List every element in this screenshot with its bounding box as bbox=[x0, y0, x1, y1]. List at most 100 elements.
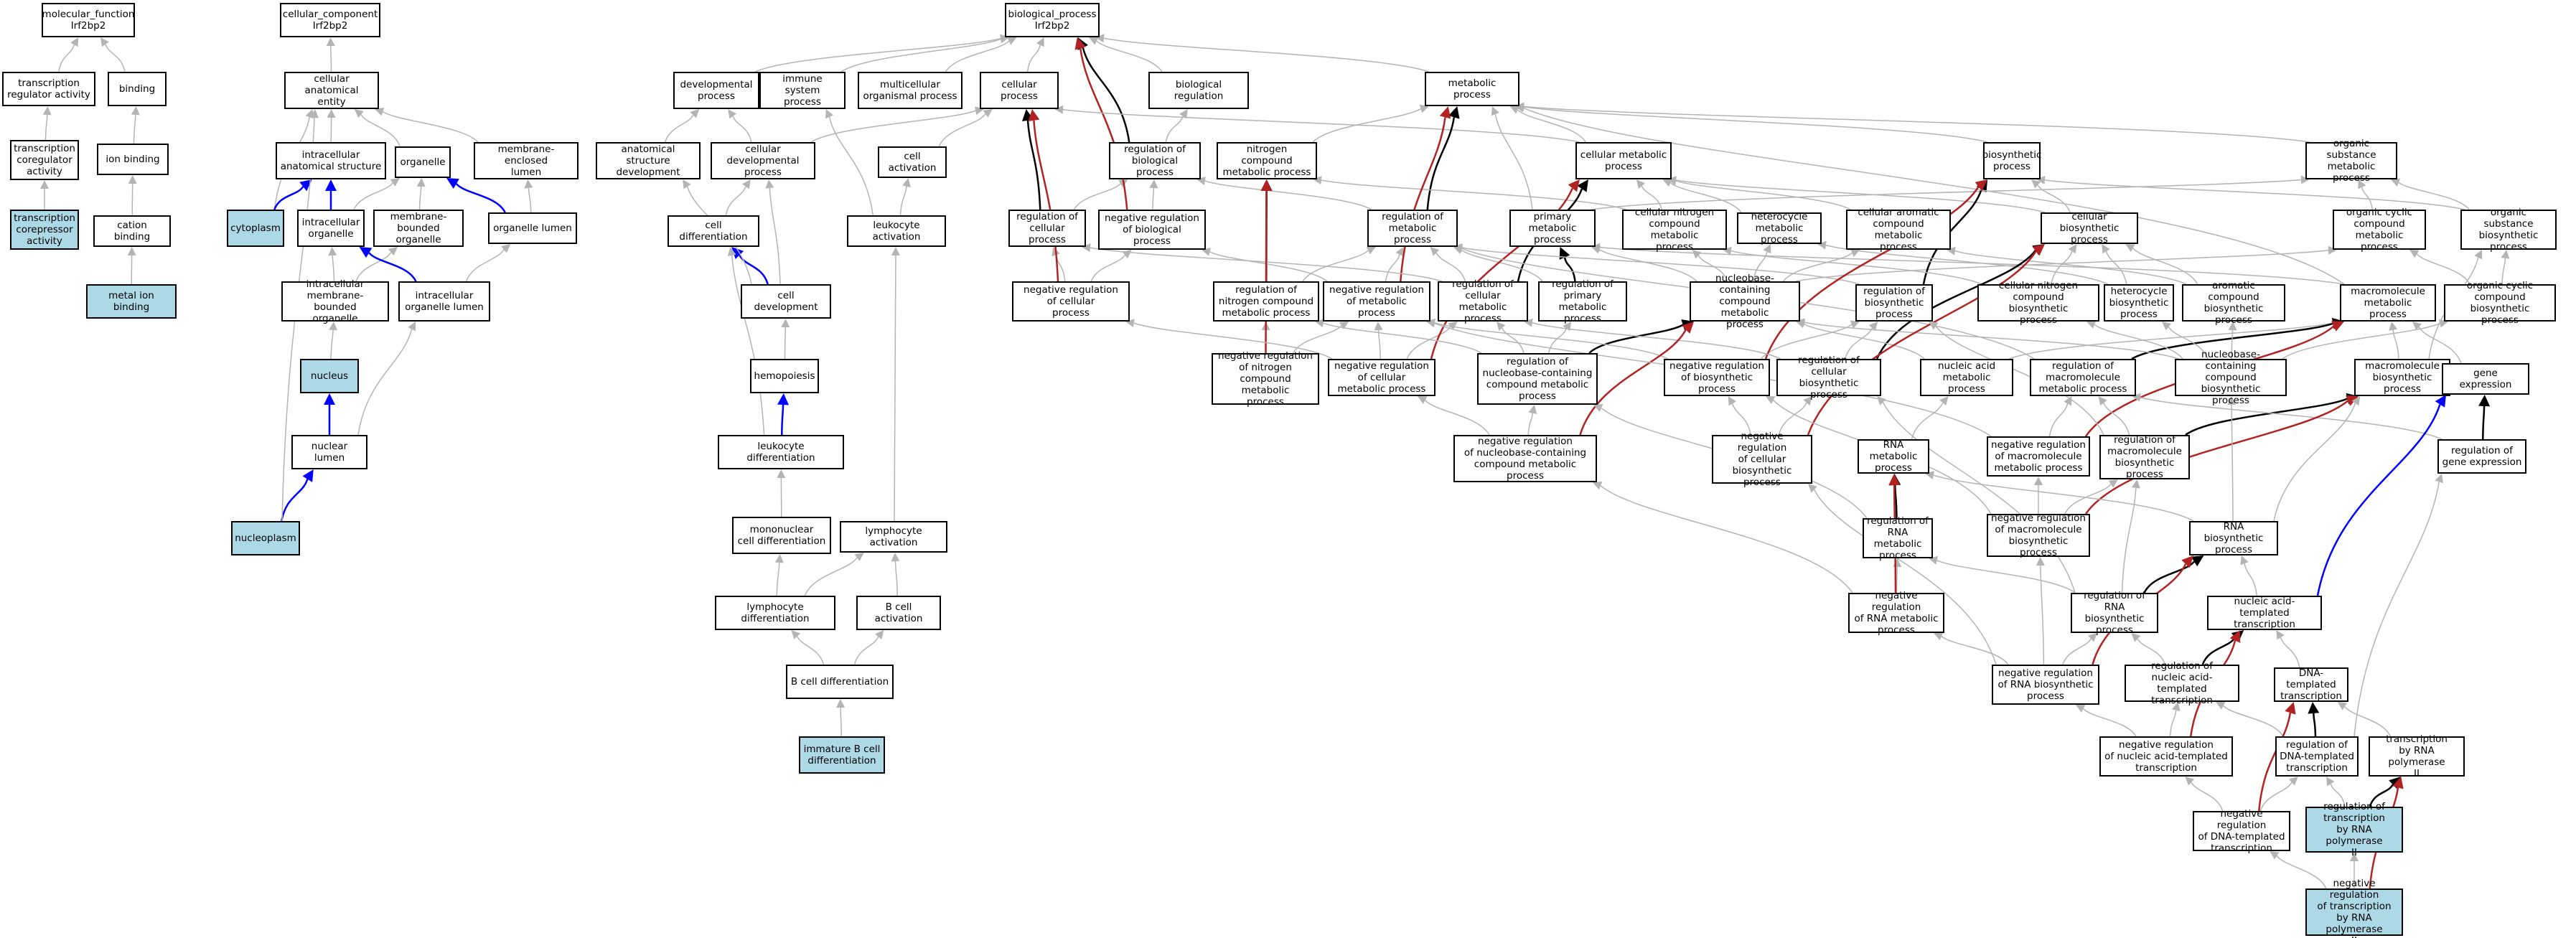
node-cytoplasm[interactable]: cytoplasm bbox=[227, 210, 284, 247]
node-cp[interactable]: cellular process bbox=[980, 72, 1059, 109]
node-rnabp[interactable]: RNA biosynthetic process bbox=[2189, 521, 2278, 555]
node-osmp[interactable]: organic substance metabolic process bbox=[2305, 138, 2397, 184]
node-asd[interactable]: anatomical structure development bbox=[596, 142, 701, 179]
node-bio[interactable]: biosynthetic process bbox=[1982, 142, 2041, 179]
node-nrnbcmp[interactable]: negative regulation of nucleobase-contai… bbox=[1453, 435, 1597, 482]
node-io[interactable]: intracellular organelle bbox=[297, 210, 365, 247]
node-tra[interactable]: transcription regulator activity bbox=[2, 72, 95, 106]
node-nucleus[interactable]: nucleus bbox=[300, 359, 359, 393]
node-rdt[interactable]: regulation of DNA-templated transcriptio… bbox=[2275, 736, 2359, 777]
node-ge[interactable]: gene expression bbox=[2442, 363, 2529, 395]
node-lymact[interactable]: lymphocyte activation bbox=[840, 521, 947, 553]
node-nat[interactable]: nucleic acid-templated transcription bbox=[2207, 596, 2322, 630]
node-cbp[interactable]: cellular biosynthetic process bbox=[2041, 211, 2138, 245]
node-binding[interactable]: binding bbox=[108, 72, 167, 106]
node-imbo[interactable]: intracellular membrane-bounded organelle bbox=[281, 278, 389, 324]
node-rpmp[interactable]: regulation of primary metabolic process bbox=[1538, 278, 1627, 324]
node-imm[interactable]: immune system process bbox=[759, 72, 846, 109]
node-cncbp[interactable]: cellular nitrogen compound biosynthetic … bbox=[1977, 280, 2099, 326]
node-rcbp[interactable]: regulation of cellular biosynthetic proc… bbox=[1776, 355, 1881, 400]
node-nrtrp2[interactable]: negative regulation of transcription by … bbox=[2305, 878, 2403, 938]
node-rbio[interactable]: regulation of biosynthetic process bbox=[1855, 284, 1933, 322]
node-ldiff[interactable]: leukocyte differentiation bbox=[718, 435, 844, 469]
node-nrncmp[interactable]: negative regulation of nitrogen compound… bbox=[1212, 350, 1319, 408]
node-rrnabp[interactable]: regulation of RNA biosynthetic process bbox=[2071, 590, 2158, 636]
node-mbo[interactable]: membrane-bounded organelle bbox=[373, 210, 464, 247]
node-mbp[interactable]: macromolecule biosynthetic process bbox=[2354, 359, 2450, 396]
node-rcp[interactable]: regulation of cellular process bbox=[1008, 210, 1086, 247]
node-organelle[interactable]: organelle bbox=[395, 146, 451, 178]
node-hmp[interactable]: heterocycle metabolic process bbox=[1737, 211, 1822, 245]
node-cncmp[interactable]: cellular nitrogen compound metabolic pro… bbox=[1622, 207, 1727, 253]
node-rnbcmp[interactable]: regulation of nucleobase-containing comp… bbox=[1477, 353, 1598, 405]
node-trp2[interactable]: transcription by RNA polymerase II bbox=[2369, 733, 2465, 779]
node-occbp[interactable]: organic cyclic compound biosynthetic pro… bbox=[2444, 280, 2556, 326]
node-ol[interactable]: organelle lumen bbox=[488, 212, 577, 244]
node-nbccbp[interactable]: nucleobase-containing compound biosynthe… bbox=[2175, 349, 2287, 406]
node-cae[interactable]: cellular anatomical entity bbox=[284, 72, 379, 109]
node-nrmbp[interactable]: negative regulation of macromolecule bio… bbox=[1987, 512, 2090, 558]
node-br[interactable]: biological regulation bbox=[1148, 72, 1249, 109]
node-bp[interactable]: biological_process Irf2bp2 bbox=[1005, 3, 1100, 37]
node-nrbp[interactable]: negative regulation of biological proces… bbox=[1098, 210, 1206, 250]
node-ncmp[interactable]: nitrogen compound metabolic process bbox=[1217, 142, 1317, 179]
node-rcmp[interactable]: regulation of cellular metabolic process bbox=[1438, 278, 1528, 324]
node-ias[interactable]: intracellular anatomical structure bbox=[276, 142, 386, 179]
node-metalb[interactable]: metal ion binding bbox=[86, 284, 177, 319]
node-ionb[interactable]: ion binding bbox=[97, 144, 169, 175]
node-cc[interactable]: cellular_component Irf2bp2 bbox=[280, 3, 380, 37]
node-rmp[interactable]: regulation of metabolic process bbox=[1367, 210, 1458, 247]
node-acbp[interactable]: aromatic compound biosynthetic process bbox=[2182, 280, 2285, 326]
node-rmbp[interactable]: regulation of macromolecule biosynthetic… bbox=[2099, 434, 2190, 480]
node-tcoreg[interactable]: transcription coregulator activity bbox=[10, 140, 79, 180]
node-dev[interactable]: developmental process bbox=[673, 72, 759, 109]
node-cdiff[interactable]: cell differentiation bbox=[668, 215, 759, 247]
node-iol[interactable]: intracellular organelle lumen bbox=[398, 281, 490, 322]
node-rbp[interactable]: regulation of biological process bbox=[1109, 142, 1201, 179]
node-nrrnamp[interactable]: negative regulation of RNA metabolic pro… bbox=[1848, 590, 1944, 636]
node-nrcp[interactable]: negative regulation of cellular process bbox=[1012, 281, 1130, 322]
node-cdev[interactable]: cell development bbox=[741, 284, 831, 319]
node-nrcbp[interactable]: negative regulation of cellular biosynth… bbox=[1712, 431, 1812, 488]
node-mf[interactable]: molecular_function Irf2bp2 bbox=[42, 3, 135, 37]
node-pmp[interactable]: primary metabolic process bbox=[1509, 210, 1596, 247]
node-nrrnabp[interactable]: negative regulation of RNA biosynthetic … bbox=[1992, 665, 2099, 705]
node-cact[interactable]: cell activation bbox=[878, 146, 947, 178]
node-cdp[interactable]: cellular developmental process bbox=[711, 142, 815, 179]
node-rrnamp[interactable]: regulation of RNA metabolic process bbox=[1863, 515, 1933, 561]
node-tcorep[interactable]: transcription corepressor activity bbox=[10, 210, 79, 250]
node-nlumen[interactable]: nuclear lumen bbox=[291, 435, 367, 469]
node-rtrp2[interactable]: regulation of transcription by RNA polym… bbox=[2305, 801, 2403, 858]
node-nrmmp[interactable]: negative regulation of macromolecule met… bbox=[1987, 436, 2090, 477]
node-nrdt[interactable]: negative regulation of DNA-templated tra… bbox=[2193, 808, 2290, 854]
node-nucleoplasm[interactable]: nucleoplasm bbox=[231, 521, 300, 555]
node-namp[interactable]: nucleic acid metabolic process bbox=[1920, 359, 2013, 396]
node-cationb[interactable]: cation binding bbox=[93, 215, 171, 247]
node-occmp[interactable]: organic cyclic compound metabolic proces… bbox=[2333, 207, 2426, 253]
node-nrnat[interactable]: negative regulation of nucleic acid-temp… bbox=[2099, 736, 2233, 777]
node-cmp[interactable]: cellular metabolic process bbox=[1575, 142, 1672, 179]
node-rnamp[interactable]: RNA metabolic process bbox=[1858, 439, 1929, 474]
node-osbp[interactable]: organic substance biosynthetic process bbox=[2460, 207, 2557, 253]
node-rmmp[interactable]: regulation of macromolecule metabolic pr… bbox=[2030, 359, 2136, 396]
node-mono[interactable]: mononuclear cell differentiation bbox=[732, 517, 831, 554]
node-camp[interactable]: cellular aromatic compound metabolic pro… bbox=[1846, 207, 1951, 253]
node-nrcmp[interactable]: negative regulation of cellular metaboli… bbox=[1328, 359, 1435, 396]
node-bdiff[interactable]: B cell differentiation bbox=[786, 665, 894, 699]
node-hemo[interactable]: hemopoiesis bbox=[750, 359, 819, 393]
node-rncmp[interactable]: regulation of nitrogen compound metaboli… bbox=[1213, 281, 1319, 322]
node-lymdiff[interactable]: lymphocyte differentiation bbox=[715, 596, 835, 630]
node-nrbio[interactable]: negative regulation of biosynthetic proc… bbox=[1664, 359, 1770, 396]
node-imbdiff[interactable]: immature B cell differentiation bbox=[799, 736, 885, 774]
node-nrmp[interactable]: negative regulation of metabolic process bbox=[1323, 281, 1430, 322]
node-bact[interactable]: B cell activation bbox=[856, 596, 941, 630]
node-hbp[interactable]: heterocycle biosynthetic process bbox=[2104, 284, 2174, 322]
node-mp[interactable]: metabolic process bbox=[1425, 72, 1519, 106]
node-rge[interactable]: regulation of gene expression bbox=[2437, 439, 2526, 474]
node-lact[interactable]: leukocyte activation bbox=[847, 215, 946, 247]
node-mel[interactable]: membrane-enclosed lumen bbox=[474, 142, 579, 179]
node-nbcmp[interactable]: nucleobase-containing compound metabolic… bbox=[1690, 273, 1800, 330]
node-multi[interactable]: multicellular organismal process bbox=[858, 72, 963, 109]
node-mmp[interactable]: macromolecule metabolic process bbox=[2340, 284, 2436, 322]
node-dt[interactable]: DNA-templated transcription bbox=[2274, 667, 2348, 702]
